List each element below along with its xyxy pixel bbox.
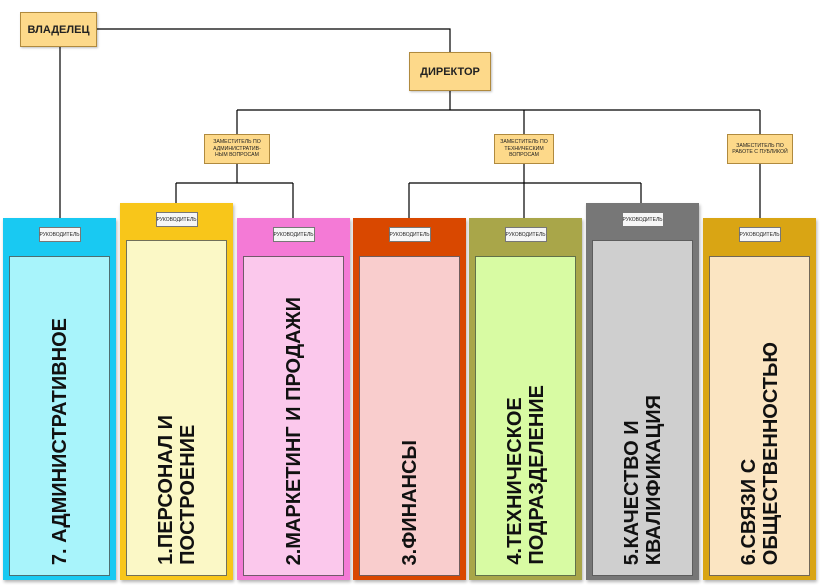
department-body: 1.ПЕРСОНАЛ И ПОСТРОЕНИЕ [126,240,227,576]
deputy-technical-box: ЗАМЕСТИТЕЛЬ ПО ТЕХНИЧЕСКИМ ВОПРОСАМ [494,134,554,164]
deputy-admin-box: ЗАМЕСТИТЕЛЬ ПО АДМИНИСТРАТИВ-НЫМ ВОПРОСА… [204,134,270,164]
department-name: 7. АДМИНИСТРАТИВНОЕ [48,317,71,565]
director-box: ДИРЕКТОР [409,52,491,91]
department-head-label: РУКОВОДИТЕЛЬ [155,212,198,227]
department-name: 2.МАРКЕТИНГ И ПРОДАЖИ [282,296,305,565]
connector-owner-director [97,28,451,52]
department-public-relations: РУКОВОДИТЕЛЬ 6.СВЯЗИ С ОБЩЕСТВЕННОСТЬЮ [703,218,816,580]
department-name: 5.КАЧЕСТВО И КВАЛИФИКАЦИЯ [620,394,665,565]
department-name: 1.ПЕРСОНАЛ И ПОСТРОЕНИЕ [154,415,199,565]
department-quality: РУКОВОДИТЕЛЬ 5.КАЧЕСТВО И КВАЛИФИКАЦИЯ [586,203,699,580]
department-body: 2.МАРКЕТИНГ И ПРОДАЖИ [243,256,344,576]
department-body: 4.ТЕХНИЧЕСКОЕ ПОДРАЗДЕЛЕНИЕ [475,256,576,576]
department-personnel: РУКОВОДИТЕЛЬ 1.ПЕРСОНАЛ И ПОСТРОЕНИЕ [120,203,233,580]
department-head-label: РУКОВОДИТЕЛЬ [272,227,315,242]
department-name: 3.ФИНАНСЫ [398,439,421,565]
department-body: 7. АДМИНИСТРАТИВНОЕ [9,256,110,576]
deputy-admin-label: ЗАМЕСТИТЕЛЬ ПО АДМИНИСТРАТИВ-НЫМ ВОПРОСА… [213,139,261,159]
director-label: ДИРЕКТОР [420,65,480,78]
department-head-label: РУКОВОДИТЕЛЬ [38,227,81,242]
owner-box: ВЛАДЕЛЕЦ [20,12,97,47]
department-name: 6.СВЯЗИ С ОБЩЕСТВЕННОСТЬЮ [737,341,782,565]
department-technical: РУКОВОДИТЕЛЬ 4.ТЕХНИЧЕСКОЕ ПОДРАЗДЕЛЕНИЕ [469,218,582,580]
department-marketing: РУКОВОДИТЕЛЬ 2.МАРКЕТИНГ И ПРОДАЖИ [237,218,350,580]
deputy-technical-label: ЗАМЕСТИТЕЛЬ ПО ТЕХНИЧЕСКИМ ВОПРОСАМ [500,139,548,159]
department-body: 5.КАЧЕСТВО И КВАЛИФИКАЦИЯ [592,240,693,576]
department-administrative: РУКОВОДИТЕЛЬ 7. АДМИНИСТРАТИВНОЕ [3,218,116,580]
deputy-public-box: ЗАМЕСТИТЕЛЬ ПО РАБОТЕ С ПУБЛИКОЙ [727,134,793,164]
department-head-label: РУКОВОДИТЕЛЬ [738,227,781,242]
department-finance: РУКОВОДИТЕЛЬ 3.ФИНАНСЫ [353,218,466,580]
department-head-label: РУКОВОДИТЕЛЬ [504,227,547,242]
department-body: 3.ФИНАНСЫ [359,256,460,576]
department-head-label: РУКОВОДИТЕЛЬ [621,212,664,227]
department-head-label: РУКОВОДИТЕЛЬ [388,227,431,242]
department-body: 6.СВЯЗИ С ОБЩЕСТВЕННОСТЬЮ [709,256,810,576]
department-name: 4.ТЕХНИЧЕСКОЕ ПОДРАЗДЕЛЕНИЕ [503,385,548,565]
owner-label: ВЛАДЕЛЕЦ [27,23,90,36]
deputy-public-label: ЗАМЕСТИТЕЛЬ ПО РАБОТЕ С ПУБЛИКОЙ [732,142,788,156]
